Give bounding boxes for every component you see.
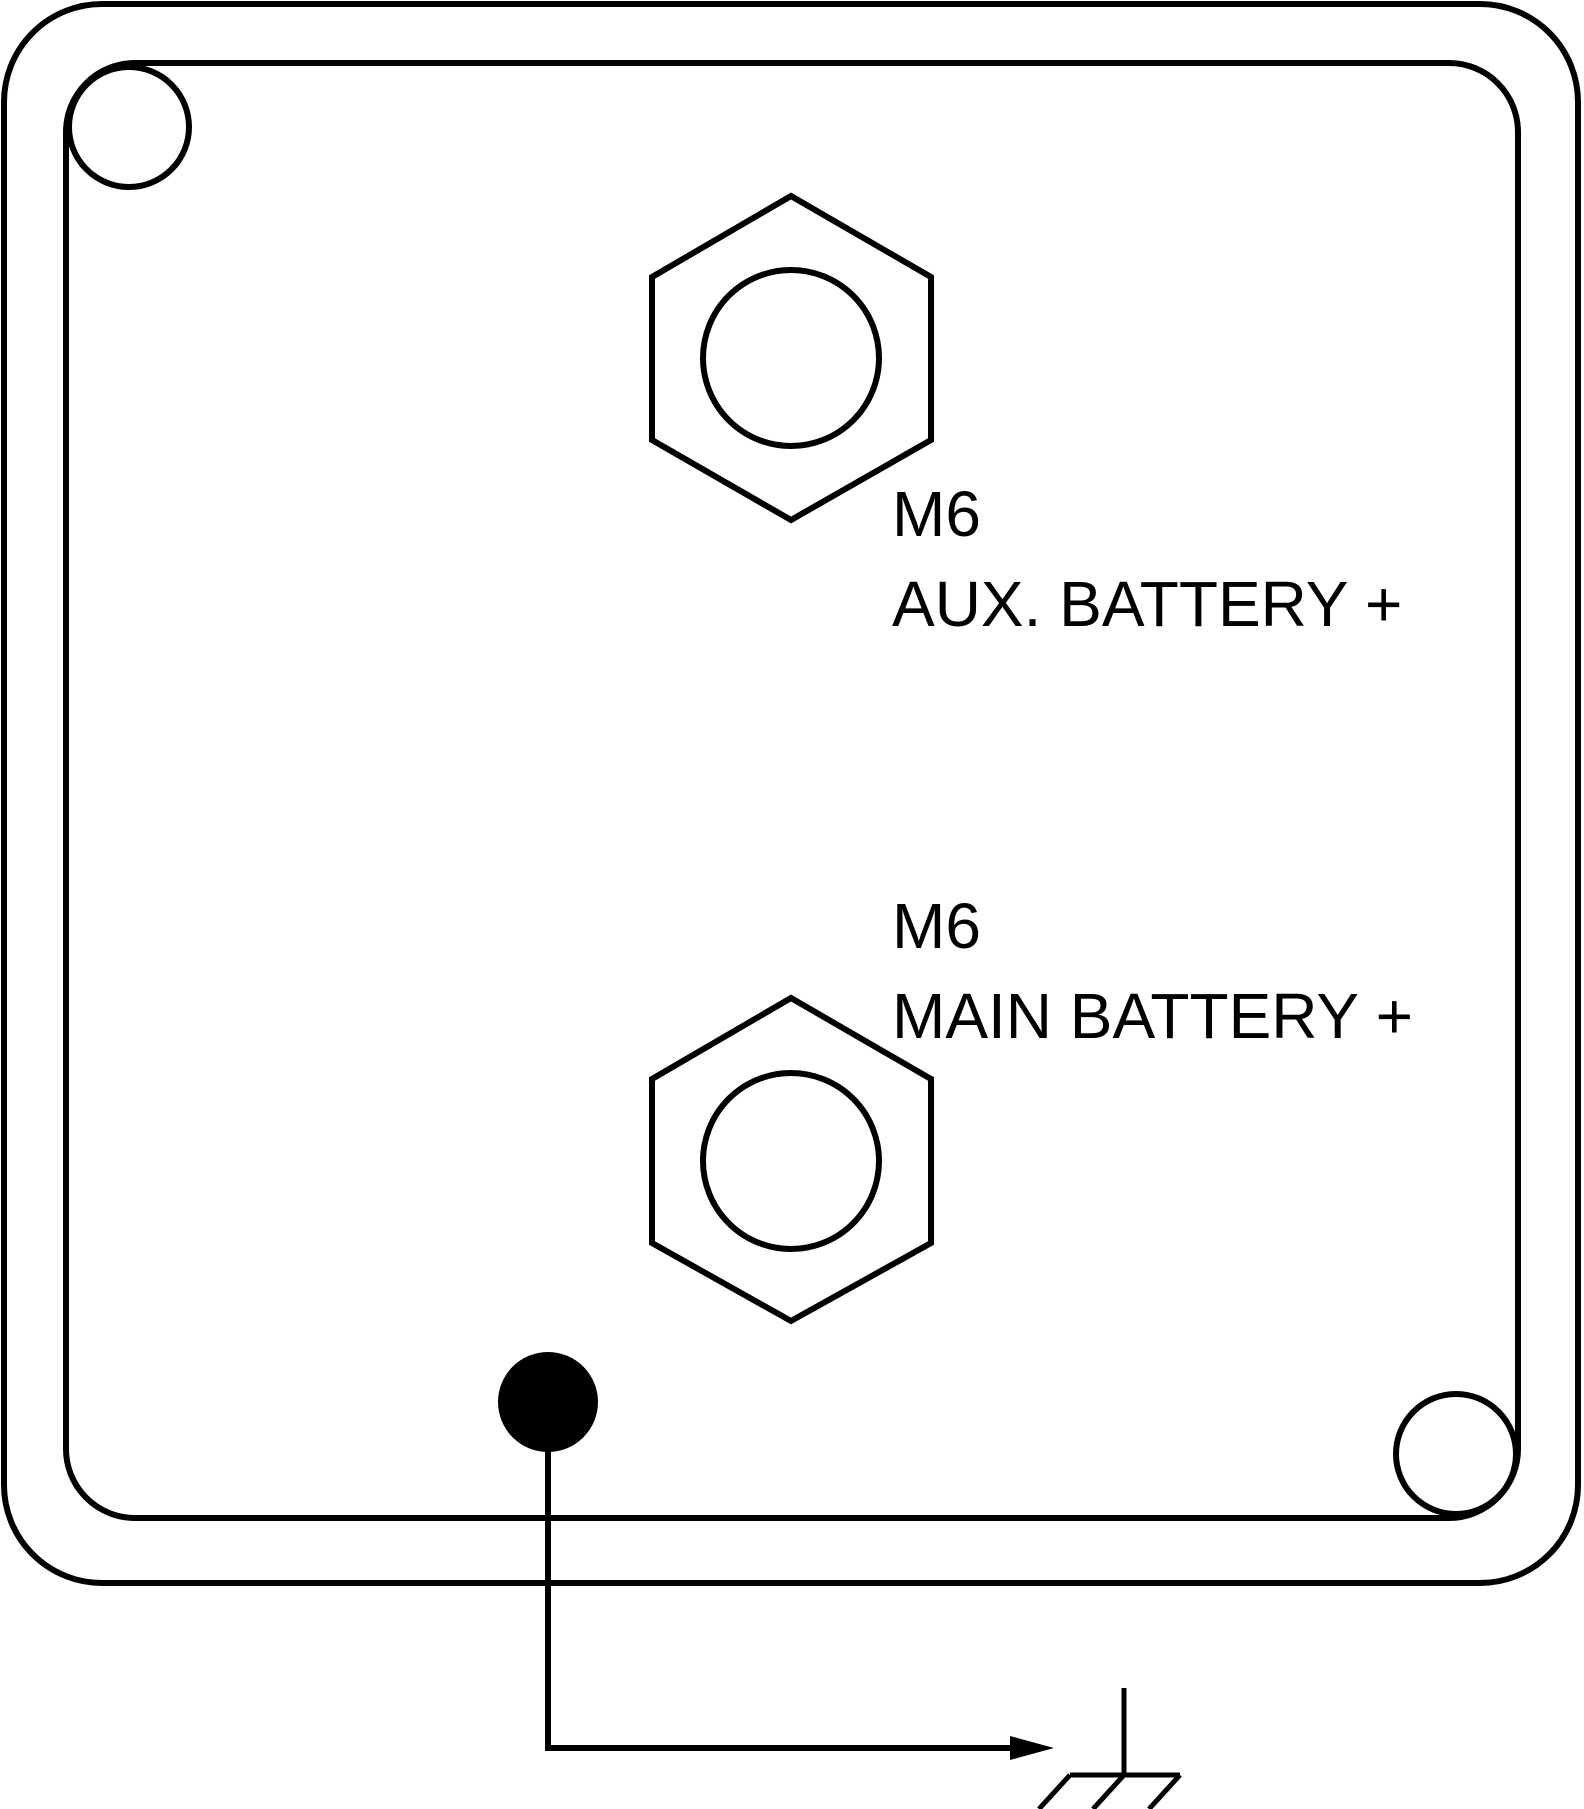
mounting-hole-top-left [66, 64, 192, 190]
aux-battery-terminal [649, 192, 934, 524]
main-terminal-label: MAIN BATTERY + [892, 980, 1413, 1052]
arrow-head-icon [1010, 1736, 1054, 1760]
outer-housing [1, 1, 1581, 1586]
main-battery-terminal [649, 994, 934, 1325]
aux-terminal-size: M6 [892, 478, 981, 550]
ground-symbol-icon [1037, 1688, 1182, 1809]
stud-icon [700, 267, 882, 449]
inner-plate [63, 60, 1521, 1521]
aux-terminal-label: AUX. BATTERY + [892, 568, 1402, 640]
hex-nut-icon [649, 994, 934, 1325]
ground-wire [545, 1402, 1015, 1751]
hex-nut-icon [649, 192, 934, 524]
main-terminal-size: M6 [892, 890, 981, 962]
stud-icon [700, 1070, 882, 1252]
mounting-hole-bottom-right [1393, 1391, 1519, 1517]
